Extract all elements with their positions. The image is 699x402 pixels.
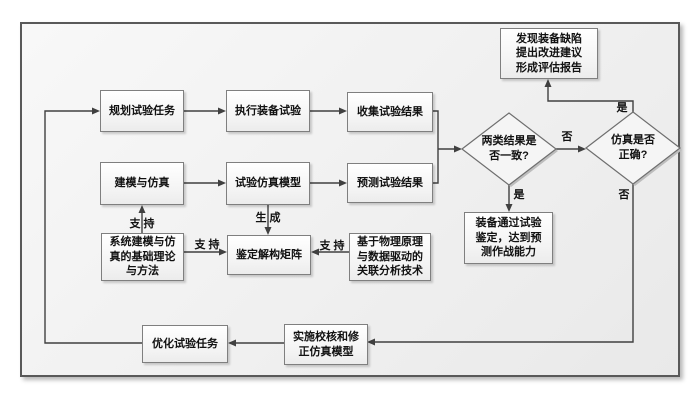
node-predict-test-results: 预测试验结果 bbox=[347, 163, 433, 203]
node-modeling-and-simulation: 建模与仿真 bbox=[100, 162, 184, 205]
node-system-modeling-theory: 系统建模与仿 真的基础理论 与方法 bbox=[101, 233, 184, 281]
node-execute-equipment-test: 执行装备试验 bbox=[226, 90, 310, 132]
node-implement-verification-correct-model: 实施校核和修 正仿真模型 bbox=[284, 324, 368, 365]
node-optimize-test-tasks: 优化试验任务 bbox=[142, 325, 228, 363]
node-collect-test-results: 收集试验结果 bbox=[347, 92, 433, 132]
node-physics-data-correlation-analysis: 基于物理原理 与数据驱动的 关联分析技术 bbox=[349, 233, 431, 281]
node-plan-test-tasks: 规划试验任务 bbox=[100, 90, 184, 132]
arrowheads bbox=[92, 79, 586, 347]
node-defect-improvement-report: 发现装备缺陷 提出改进建议 形成评估报告 bbox=[500, 28, 598, 79]
node-qualification-deconstruction-matrix: 鉴定解构矩阵 bbox=[227, 235, 311, 275]
node-equipment-passed-qualification: 装备通过试验 鉴定，达到预 测作战能力 bbox=[464, 212, 553, 264]
node-test-simulation-model: 试验仿真模型 bbox=[226, 162, 310, 205]
decision-diamonds bbox=[461, 111, 682, 187]
